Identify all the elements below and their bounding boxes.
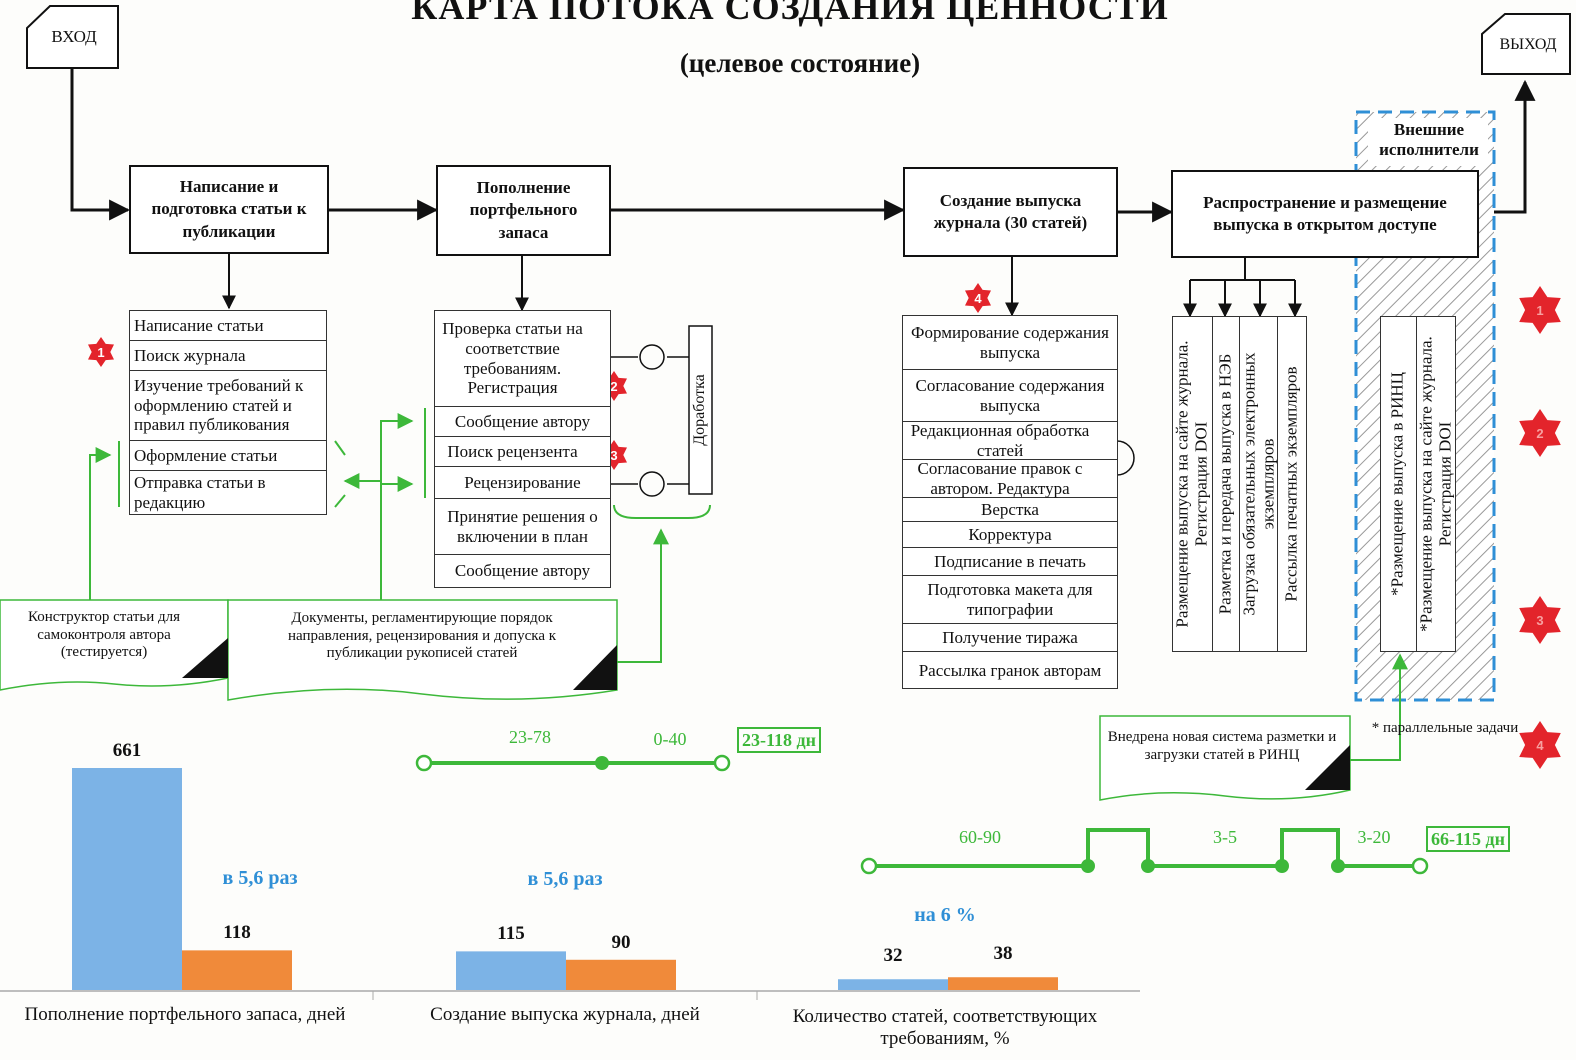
process-portfolio: Пополнение портфельного запаса	[436, 165, 611, 256]
exit-shape	[1481, 13, 1571, 75]
kaizen-star-icon: 1	[88, 337, 114, 367]
task-list-writing: Написание статьи Поиск журнала Изучение …	[129, 310, 327, 515]
rework-box	[688, 325, 713, 495]
document-shape-3	[1099, 715, 1351, 801]
task-item: Разметка и передача выпуска в НЭБ	[1215, 353, 1235, 615]
task-item: Рассылка печатных экземпляров	[1281, 366, 1301, 602]
document-shape-2	[227, 599, 618, 701]
task-item: Поиск журнала	[130, 341, 326, 371]
task-item: Подготовка макета для типографии	[903, 576, 1117, 624]
page-subtitle: (целевое состояние)	[679, 48, 921, 78]
task-item: Отправка статьи в редакцию	[134, 472, 266, 512]
timeline-2	[869, 828, 1420, 868]
task-item: Изучение требований к оформлению статей …	[130, 371, 326, 441]
external-executors-label: Внешние исполнители	[1379, 120, 1479, 160]
task-item: Рецензирование	[435, 467, 610, 499]
kaizen-star-number: 1	[97, 345, 104, 360]
timeline-segment: 3-5	[1213, 827, 1237, 847]
task-item: Проверка статьи на соответствие требован…	[435, 311, 610, 407]
bar-value-label: 38	[993, 943, 1013, 965]
bar-value-label: 90	[611, 931, 631, 953]
chart-category-label: Создание выпуска журнала, дней	[430, 1004, 700, 1025]
entry-shape	[26, 5, 119, 69]
bar-value-label: 118	[223, 922, 251, 944]
kaizen-star-number: 4	[974, 291, 982, 306]
kaizen-star-number: 2	[1536, 426, 1543, 441]
task-item: *Размещение выпуска в РИНЦ	[1387, 372, 1407, 596]
task-list-portfolio: Проверка статьи на соответствие требован…	[434, 310, 611, 588]
task-list-distribution: Размещение выпуска на сайте журнала. Рег…	[1172, 316, 1307, 652]
parallel-tasks-note: * параллельные задачи	[1371, 720, 1519, 736]
improvement-annotation: на 6 %	[914, 904, 976, 926]
task-item: Согласование содержания выпуска	[903, 370, 1117, 422]
task-item: Принятие решения о включении в план	[435, 499, 610, 555]
timeline-segment: 23-78	[509, 727, 551, 747]
kaizen-star-number: 3	[610, 448, 617, 463]
document-shape-1	[0, 599, 229, 691]
main-flow	[70, 68, 1536, 223]
chart-category-label: Количество статей, соответствующих требо…	[792, 1006, 1098, 1050]
task-list-issue: Формирование содержания выпуска Согласов…	[902, 315, 1118, 689]
task-item: Поиск рецензента	[435, 437, 610, 467]
timeline-total: 66-115 дн	[1426, 826, 1510, 852]
bar-value-label: 32	[883, 945, 903, 967]
timeline-segment: 0-40	[653, 729, 687, 749]
task-item: Рассылка гранок авторам	[918, 661, 1102, 681]
rework-loops	[611, 344, 1135, 497]
document-flows	[89, 408, 1408, 761]
chart-category-label: Пополнение портфельного запаса, дней	[24, 1004, 346, 1025]
kaizen-star-number: 4	[1536, 738, 1544, 753]
bar	[566, 959, 676, 990]
task-item: Оформление статьи	[130, 441, 326, 471]
page-title: КАРТА ПОТОКА СОЗДАНИЯ ЦЕННОСТИ	[411, 0, 1169, 27]
task-item: Корректура	[903, 522, 1117, 548]
kaizen-markers: 1 2 3 4 1 2 3 4	[88, 283, 1561, 769]
improvement-annotation: в 5,6 раз	[222, 867, 298, 889]
bar	[72, 768, 182, 990]
task-item: Написание статьи	[130, 311, 326, 341]
bar-value-label: 115	[497, 923, 525, 945]
bar	[182, 950, 292, 990]
kaizen-star-number: 3	[1536, 613, 1543, 628]
bar	[456, 951, 566, 990]
kaizen-star-icon: 2	[1519, 409, 1561, 457]
timeline-segment: 3-20	[1357, 827, 1391, 847]
task-item: Формирование содержания выпуска	[903, 316, 1117, 370]
task-item: Получение тиража	[903, 624, 1117, 652]
task-item: Согласование правок с автором. Редактура	[903, 459, 1117, 498]
process-distribution: Распространение и размещение выпуска в о…	[1171, 170, 1479, 258]
bar	[838, 979, 948, 990]
entry-label: ВХОД	[51, 27, 97, 46]
down-arrows	[222, 254, 1447, 318]
kaizen-star-icon: 4	[965, 283, 991, 313]
bar-chart-marks	[72, 768, 1058, 990]
bar	[948, 977, 1058, 990]
task-item: Верстка	[903, 498, 1117, 522]
kaizen-star-number: 2	[610, 379, 617, 394]
exit-label: ВЫХОД	[1499, 36, 1557, 53]
kaizen-star-icon: 1	[1519, 286, 1561, 334]
task-item: Размещение выпуска на сайте журнала. Рег…	[1173, 340, 1211, 628]
kaizen-star-number: 1	[1536, 303, 1543, 318]
kaizen-star-icon: 4	[1519, 721, 1561, 769]
bar-value-label: 661	[112, 740, 142, 761]
timeline-total: 23-118 дн	[737, 727, 821, 753]
task-item: Подписание в печать	[903, 548, 1117, 576]
improvement-annotation: в 5,6 раз	[527, 868, 603, 890]
task-item: Сообщение автору	[435, 407, 610, 437]
kaizen-star-icon: 3	[1519, 596, 1561, 644]
process-issue-creation: Создание выпуска журнала (30 статей)	[903, 167, 1118, 257]
document-rinc-system: Внедрена новая система разметки и загруз…	[1107, 729, 1337, 763]
document-regulations: Документы, регламентирующие порядок напр…	[287, 610, 557, 662]
process-writing: Написание и подготовка статьи к публикац…	[129, 165, 329, 254]
task-item: Сообщение автору	[454, 561, 591, 581]
rework-label: Доработка	[691, 374, 709, 446]
task-list-external: *Размещение выпуска в РИНЦ *Размещение в…	[1380, 316, 1456, 652]
task-item: *Размещение выпуска на сайте журнала. Ре…	[1416, 336, 1454, 632]
document-constructor: Конструктор статьи для самоконтроля авто…	[27, 609, 181, 661]
task-item: Редакционная обработка статей	[903, 421, 1117, 460]
timeline-segment: 60-90	[959, 827, 1001, 847]
task-item: Загрузка обязательных электронных экземп…	[1240, 352, 1277, 616]
